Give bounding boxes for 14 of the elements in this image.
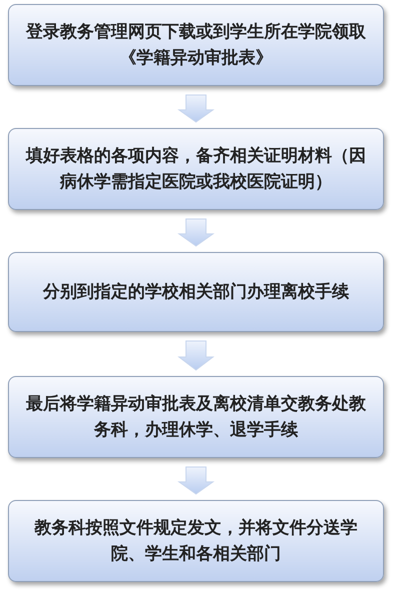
process-box bbox=[8, 4, 384, 86]
down-arrow bbox=[177, 466, 215, 495]
step-text: 填好表格的各项内容，备齐相关证明材料（因病休学需指定医院或我校医院证明） bbox=[24, 145, 367, 194]
down-arrow bbox=[177, 218, 215, 247]
step-text: 教务科按照文件规定发文，并将文件分送学院、学生和各相关部门 bbox=[33, 517, 358, 566]
step-text: 最后将学籍异动审批表及离校清单交教务处教务科，办理休学、退学手续 bbox=[25, 393, 367, 442]
down-arrow bbox=[177, 94, 215, 123]
step-text: 登录教务管理网页下载或到学生所在学院领取《学籍异动审批表》 bbox=[24, 21, 367, 70]
process-box bbox=[8, 252, 384, 332]
down-arrow bbox=[178, 340, 214, 371]
process-box bbox=[8, 128, 384, 210]
process-box bbox=[8, 500, 384, 582]
process-box bbox=[8, 376, 384, 458]
step-text: 分别到指定的学校相关部门办理离校手续 bbox=[43, 281, 349, 304]
